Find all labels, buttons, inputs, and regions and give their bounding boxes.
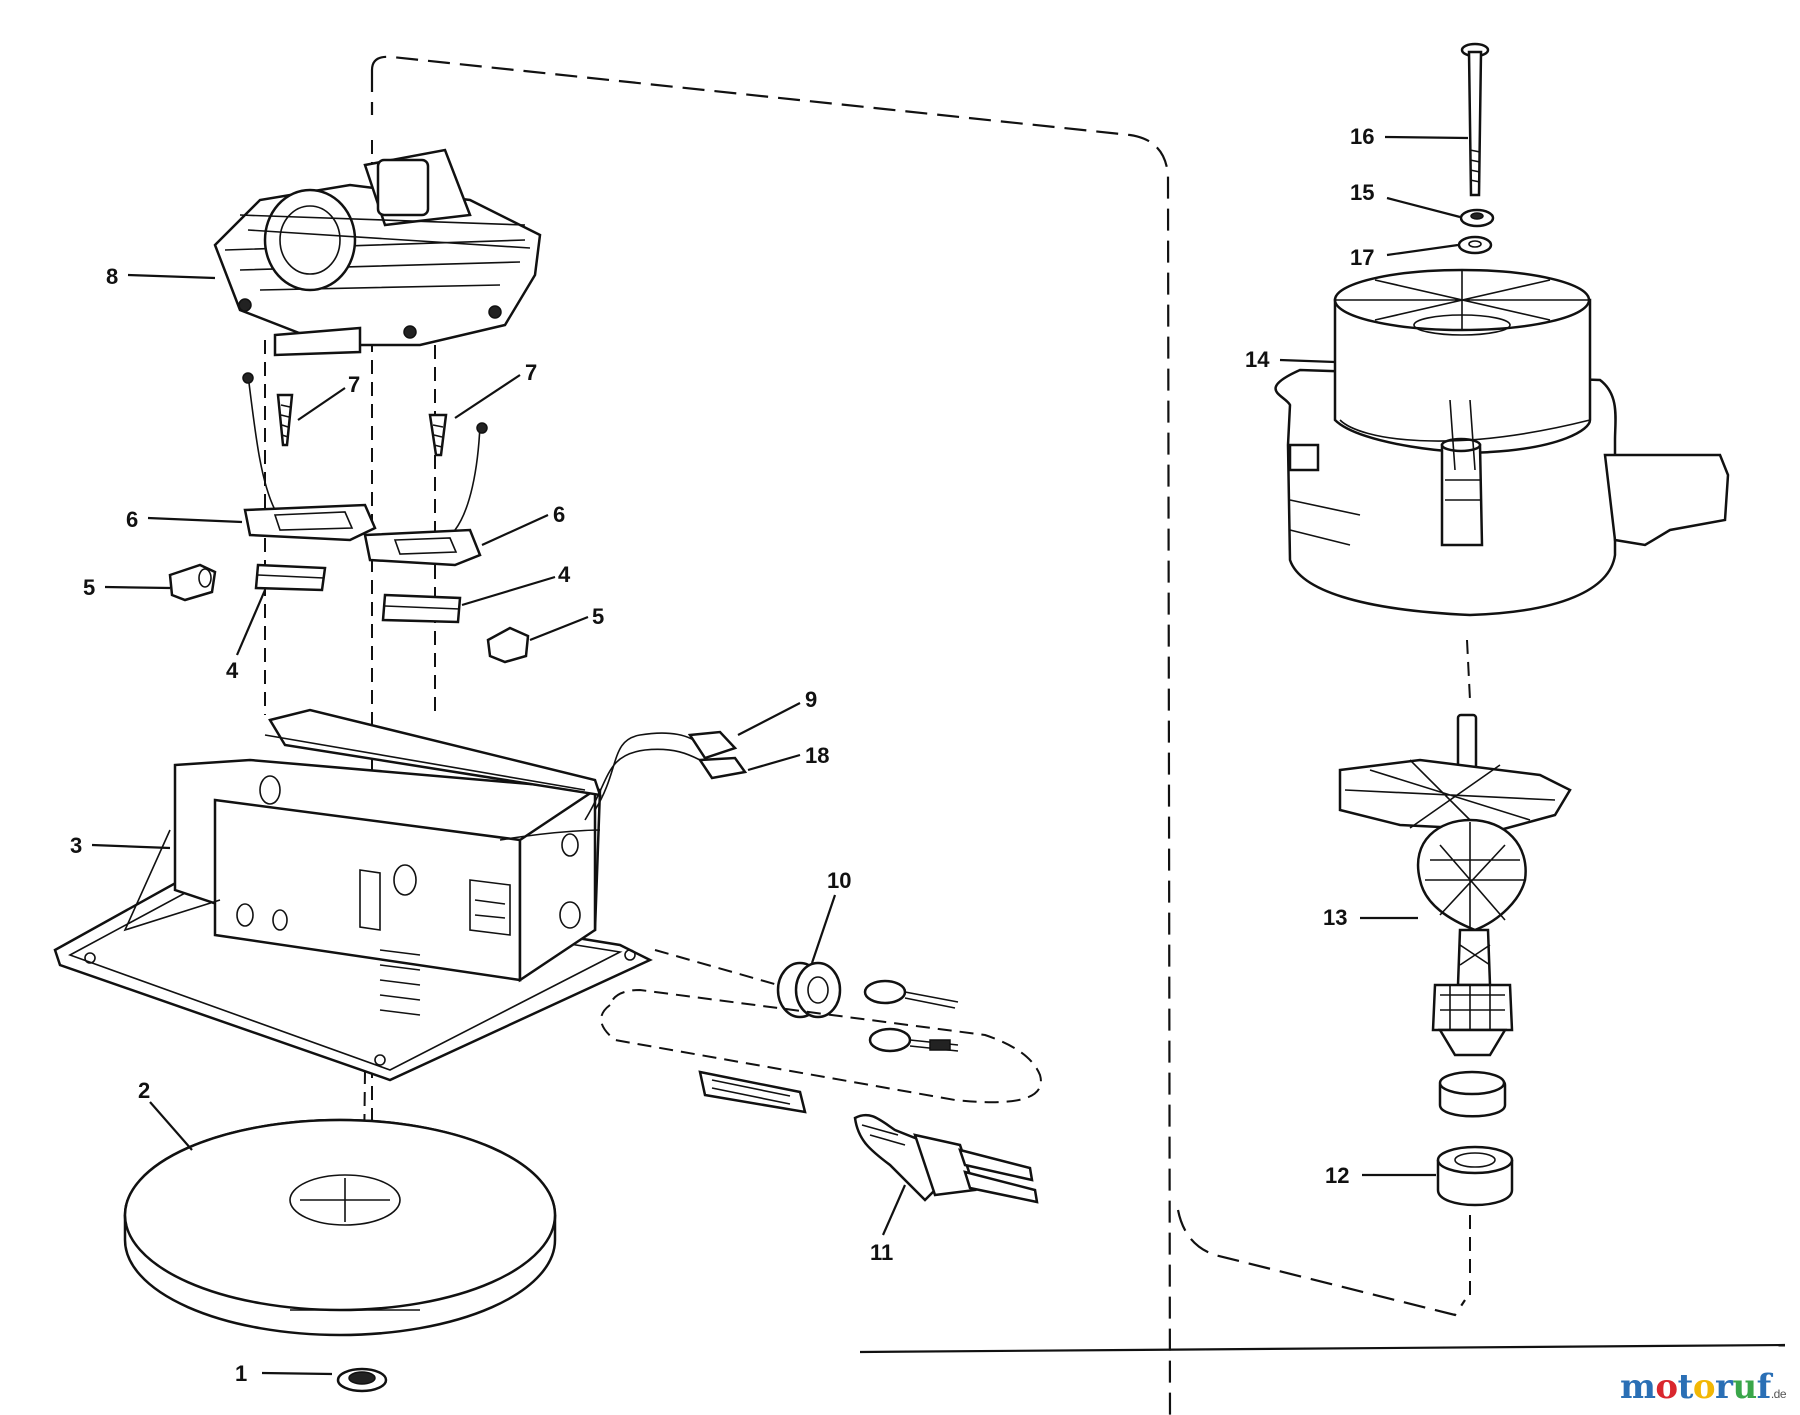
label-part-10: 10 [827, 868, 851, 893]
axis-right [1466, 639, 1471, 701]
part-1-nut [336, 1367, 388, 1393]
label-part-7a: 7 [348, 372, 360, 397]
label-part-9: 9 [805, 687, 817, 712]
part-9-terminal [687, 730, 738, 760]
part-11-plug [853, 1113, 1039, 1204]
part-7-screw-right [428, 413, 448, 457]
assembly-boundary-dashed [370, 55, 1172, 1415]
part-4-brush-right [381, 593, 462, 624]
cord-lead [594, 732, 701, 811]
label-part-6b: 6 [553, 502, 565, 527]
label-part-2: 2 [138, 1078, 150, 1103]
watermark-letter: t [1677, 1367, 1694, 1407]
label-part-13: 13 [1323, 905, 1347, 930]
leader-7b [454, 374, 521, 419]
wire-connector [698, 1070, 807, 1114]
label-part-5a: 5 [83, 575, 95, 600]
label-part-12: 12 [1325, 1163, 1349, 1188]
terminal-lug-1 [863, 979, 959, 1009]
watermark-letter: o [1655, 1367, 1678, 1407]
label-part-16: 16 [1350, 124, 1374, 149]
watermark-suffix: .de [1770, 1387, 1787, 1401]
part-4-brush-left [254, 563, 327, 592]
grommet-axis [654, 949, 779, 986]
leader-3 [91, 843, 171, 850]
label-part-1: 1 [235, 1361, 247, 1386]
part-2-pad [123, 1118, 557, 1337]
label-part-18: 18 [805, 743, 829, 768]
wire-right [454, 424, 481, 531]
leader-7a [297, 387, 346, 421]
label-part-17: 17 [1350, 245, 1374, 270]
leader-9 [737, 702, 801, 736]
part-5-cap-left [168, 563, 217, 602]
label-part-5b: 5 [592, 604, 604, 629]
watermark-letter: o [1692, 1367, 1716, 1407]
part-6-plate-left [243, 503, 377, 542]
part-13-armature [1338, 713, 1572, 1118]
leader-14 [1279, 358, 1336, 364]
label-part-7b: 7 [525, 360, 537, 385]
wire-left [247, 374, 276, 511]
leader-16 [1384, 135, 1469, 140]
leader-15 [1386, 196, 1461, 219]
leader-5b [529, 615, 589, 642]
part-16-bolt [1460, 42, 1490, 197]
part-6-plate-right [363, 528, 482, 567]
part-12-bearing [1436, 1145, 1514, 1207]
part-18-terminal [697, 756, 748, 780]
watermark-logo: motoruf.de [1619, 1367, 1787, 1407]
terminal-lug-2 [868, 1027, 959, 1053]
leader-4a [235, 589, 267, 656]
leader-17 [1386, 243, 1459, 257]
leader-18 [747, 753, 801, 772]
watermark-letter: r [1715, 1367, 1733, 1407]
label-part-8: 8 [106, 264, 118, 289]
part-10-grommet [776, 961, 842, 1019]
label-part-4a: 4 [226, 658, 239, 683]
leader-6b [481, 513, 549, 547]
label-part-4b: 4 [558, 562, 571, 587]
part-14-field-housing [1274, 268, 1730, 617]
watermark-letter: u [1732, 1367, 1757, 1407]
leader-4b [461, 575, 556, 607]
part-17-washer [1457, 235, 1493, 255]
leader-5a [104, 585, 171, 590]
baseline [859, 1343, 1786, 1354]
part-3-housing [53, 708, 653, 1082]
part-7-screw-left [276, 393, 294, 447]
part-5-cap-right [486, 626, 530, 664]
watermark-letter: f [1756, 1367, 1772, 1407]
leader-2 [149, 1101, 193, 1151]
terminals-group-outline [600, 988, 1042, 1104]
watermark-letter: m [1619, 1367, 1656, 1407]
leader-8 [127, 273, 216, 280]
label-part-14: 14 [1245, 347, 1270, 372]
leader-1 [261, 1371, 333, 1376]
leader-6a [147, 516, 243, 524]
label-part-6a: 6 [126, 507, 138, 532]
assembly-boundary-dashed-right [1176, 1209, 1466, 1317]
leader-10 [810, 894, 837, 964]
label-part-15: 15 [1350, 180, 1374, 205]
part-8-drive-assembly [213, 148, 542, 357]
label-part-3: 3 [70, 833, 82, 858]
label-part-11: 11 [870, 1240, 893, 1265]
leader-11 [881, 1184, 907, 1236]
